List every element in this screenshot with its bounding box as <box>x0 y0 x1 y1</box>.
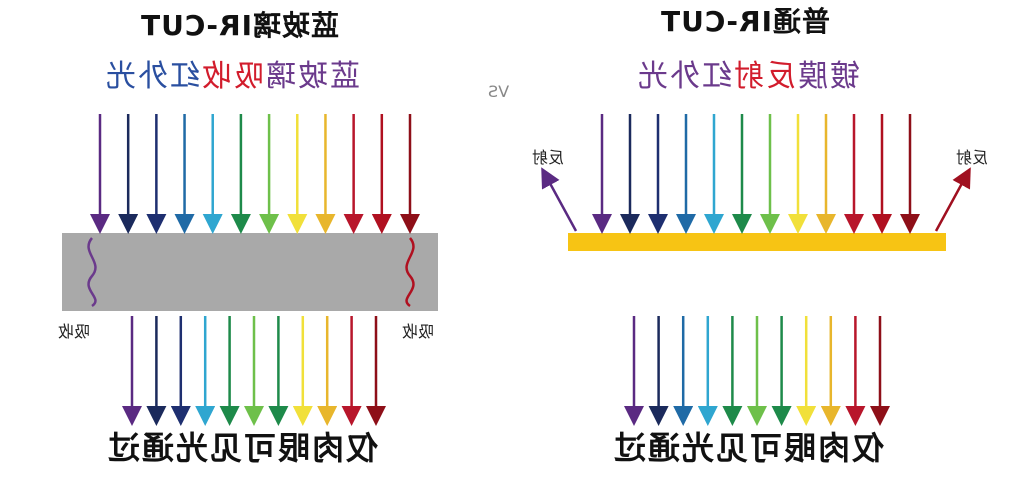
left-subtitle-part-2: 红外光 <box>104 59 200 94</box>
vs-label: VS <box>488 82 510 101</box>
absorption-wave-left <box>87 237 97 308</box>
reflect-label-right: 反射 <box>956 148 989 167</box>
reflected-ray-right <box>934 167 971 232</box>
right-title: 普通IR-CUT <box>660 5 830 38</box>
absorption-wave-right <box>405 237 415 308</box>
left-subtitle-part-0: 蓝玻璃 <box>264 59 360 94</box>
left-bottom-caption: 仅肉眼可见光通过 <box>106 429 379 467</box>
coating-film-bar <box>568 233 946 251</box>
reflect-label-left: 反射 <box>532 148 565 167</box>
blue-glass-block <box>62 233 438 311</box>
right-subtitle-part-1: 反射 <box>732 59 796 94</box>
right-incoming-rays <box>592 114 920 234</box>
right-outgoing-rays <box>624 316 890 426</box>
reflected-ray-left <box>541 167 578 232</box>
absorb-label-right: 吸收 <box>402 322 435 341</box>
absorb-label-left: 吸收 <box>58 322 91 341</box>
right-subtitle-part-2: 红外光 <box>636 59 732 94</box>
right-subtitle-part-0: 镀膜 <box>796 59 860 94</box>
left-outgoing-rays <box>122 316 386 426</box>
left-subtitle: 蓝玻璃吸收红外光 <box>104 59 360 94</box>
left-incoming-rays <box>90 114 420 234</box>
right-subtitle: 镀膜反射红外光 <box>636 59 860 94</box>
right-bottom-caption: 仅肉眼可见光通过 <box>612 429 885 467</box>
left-subtitle-part-1: 吸收 <box>200 59 264 94</box>
left-title: 蓝玻璃IR-CUT <box>140 9 339 42</box>
